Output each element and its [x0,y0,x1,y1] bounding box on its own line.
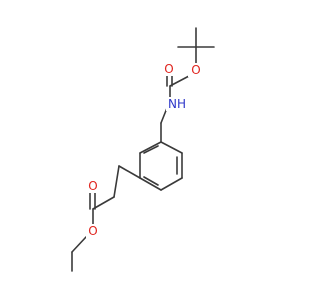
bond-ether-o-to-carbonyl-c [169,75,190,87]
ring-bond-3 [160,177,183,191]
boc-carbamate-group [160,72,190,124]
atom-n-carbamate: NH [168,97,186,111]
bond-ch2b-to-ester-c [92,196,115,210]
atom-o-boc-ether: O [191,63,200,77]
ring-bond-6 [139,141,162,154]
ring-bond-4 [139,177,162,191]
ring-inner-double-3 [143,145,159,154]
bond-ring-to-ch2a [118,165,141,179]
propanoate-chain [71,165,141,272]
ring-bond-1 [160,141,183,154]
benzene-ring [139,122,183,191]
bond-ch2a-to-ch2b [113,165,120,198]
atom-o-boc-carbonyl: O [164,62,173,76]
tert-butyl-group [177,27,215,64]
molecule-structure: O O NH O O [71,27,215,272]
ring-inner-double-2 [143,176,159,186]
atom-o-ester-ether: O [88,224,97,238]
bond-ether-o-to-ch2 [71,236,87,253]
atom-labels: O O NH O O [86,62,202,238]
atom-o-ester-carbonyl: O [88,179,97,193]
